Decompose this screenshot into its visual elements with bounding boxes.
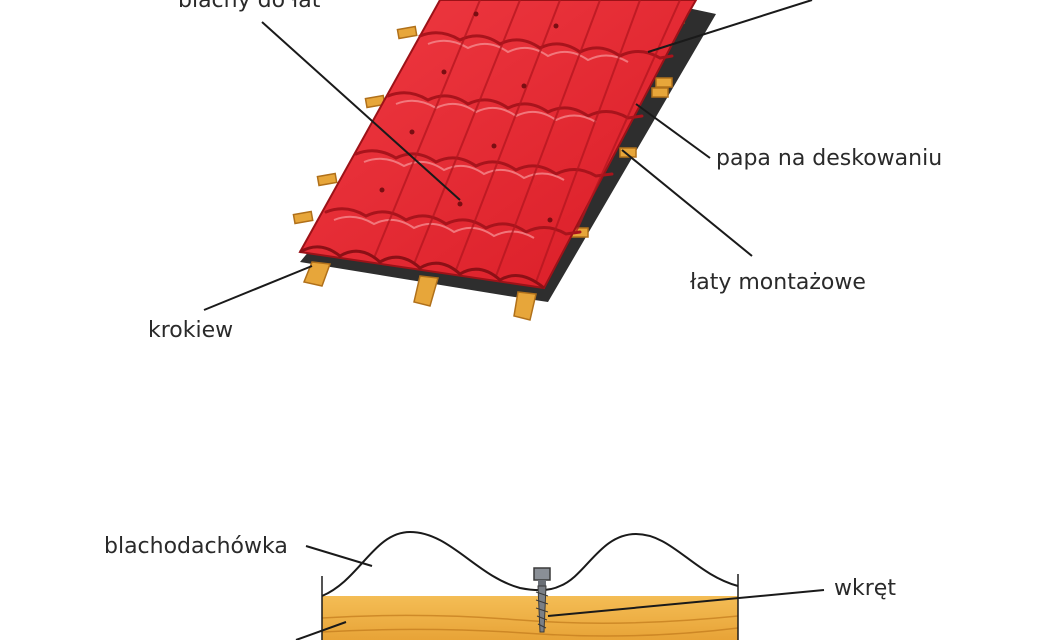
leader-papa <box>635 103 711 159</box>
rafters <box>302 261 537 321</box>
leader-top-right <box>647 0 813 53</box>
cross-section-illustration <box>321 530 739 640</box>
label-blachodachowka: blachodachówka <box>104 534 288 559</box>
tile-bottom-edge <box>299 245 545 290</box>
label-laty-montazowe: łaty montażowe <box>690 270 866 295</box>
label-papa-na-deskowaniu: papa na deskowaniu <box>716 146 943 171</box>
leader-lines-lower <box>295 545 825 640</box>
leader-laty <box>621 149 753 257</box>
wood-grain <box>321 614 739 637</box>
label-krokiew: krokiew <box>148 318 234 343</box>
leader-blachodachowka <box>305 545 373 567</box>
leader-bottom-left <box>295 621 347 640</box>
tile-profile-curve <box>321 530 739 597</box>
leader-wkret <box>547 589 825 617</box>
leader-krokiew <box>203 265 313 311</box>
label-blachy-do-lat: blachy do łat <box>178 0 321 13</box>
screw-icon <box>533 567 551 633</box>
leader-lines-upper <box>203 0 813 311</box>
tile-ribs <box>373 0 681 283</box>
tile-highlights <box>333 39 629 239</box>
leader-top <box>261 21 461 201</box>
roof-panel-illustration <box>292 0 716 321</box>
screw-dots <box>379 11 559 223</box>
label-wkret: wkręt <box>834 576 896 601</box>
